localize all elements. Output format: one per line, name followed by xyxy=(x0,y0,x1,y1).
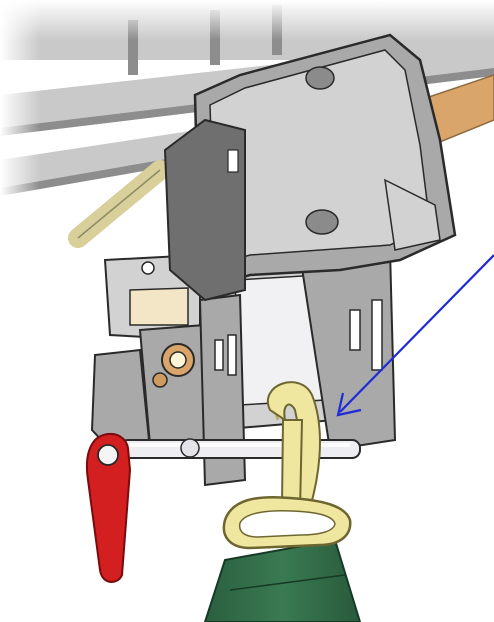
red-release-lever xyxy=(85,432,132,583)
lower-rail xyxy=(0,125,230,190)
top-mount-plate xyxy=(163,33,457,302)
rail-post-1 xyxy=(128,20,138,75)
green-strap xyxy=(203,538,362,622)
rear-bracket xyxy=(90,253,212,462)
callout-arrow xyxy=(336,254,494,417)
tan-handle xyxy=(68,160,170,248)
snap-hook xyxy=(222,381,352,550)
lever-pivot xyxy=(97,444,119,466)
